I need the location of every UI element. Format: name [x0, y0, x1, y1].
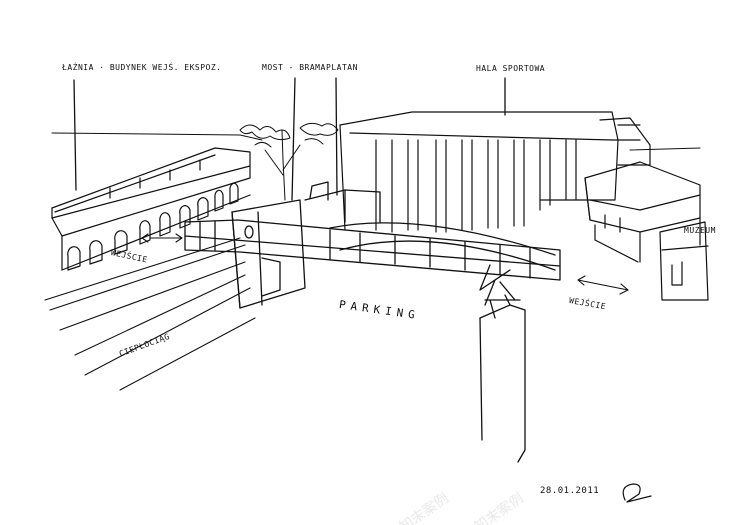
hala-sportowa	[339, 111, 651, 233]
label-platan: PLATAN	[326, 63, 358, 72]
right-buildings	[584, 161, 709, 301]
laznia-building	[51, 147, 251, 271]
signature-mark	[622, 483, 652, 503]
label-laznia: ŁAŹNIA · BUDYNEK WEJŚ. EKSPOZ.	[62, 63, 222, 72]
platan-tree	[239, 122, 339, 201]
bridge-gate	[184, 181, 561, 309]
label-hala-sportowa: HALA SPORTOWA	[476, 64, 546, 73]
sketch-date: 28.01.2011	[540, 486, 600, 496]
rail-lines	[44, 237, 256, 391]
front-pylon	[479, 294, 526, 463]
leader-lines	[73, 77, 506, 201]
label-muzeum: MUZEUM	[684, 226, 716, 235]
entrance-arrows	[141, 233, 629, 295]
background-lines	[51, 132, 701, 151]
label-most-brama: MOST - BRAMA	[262, 63, 326, 72]
